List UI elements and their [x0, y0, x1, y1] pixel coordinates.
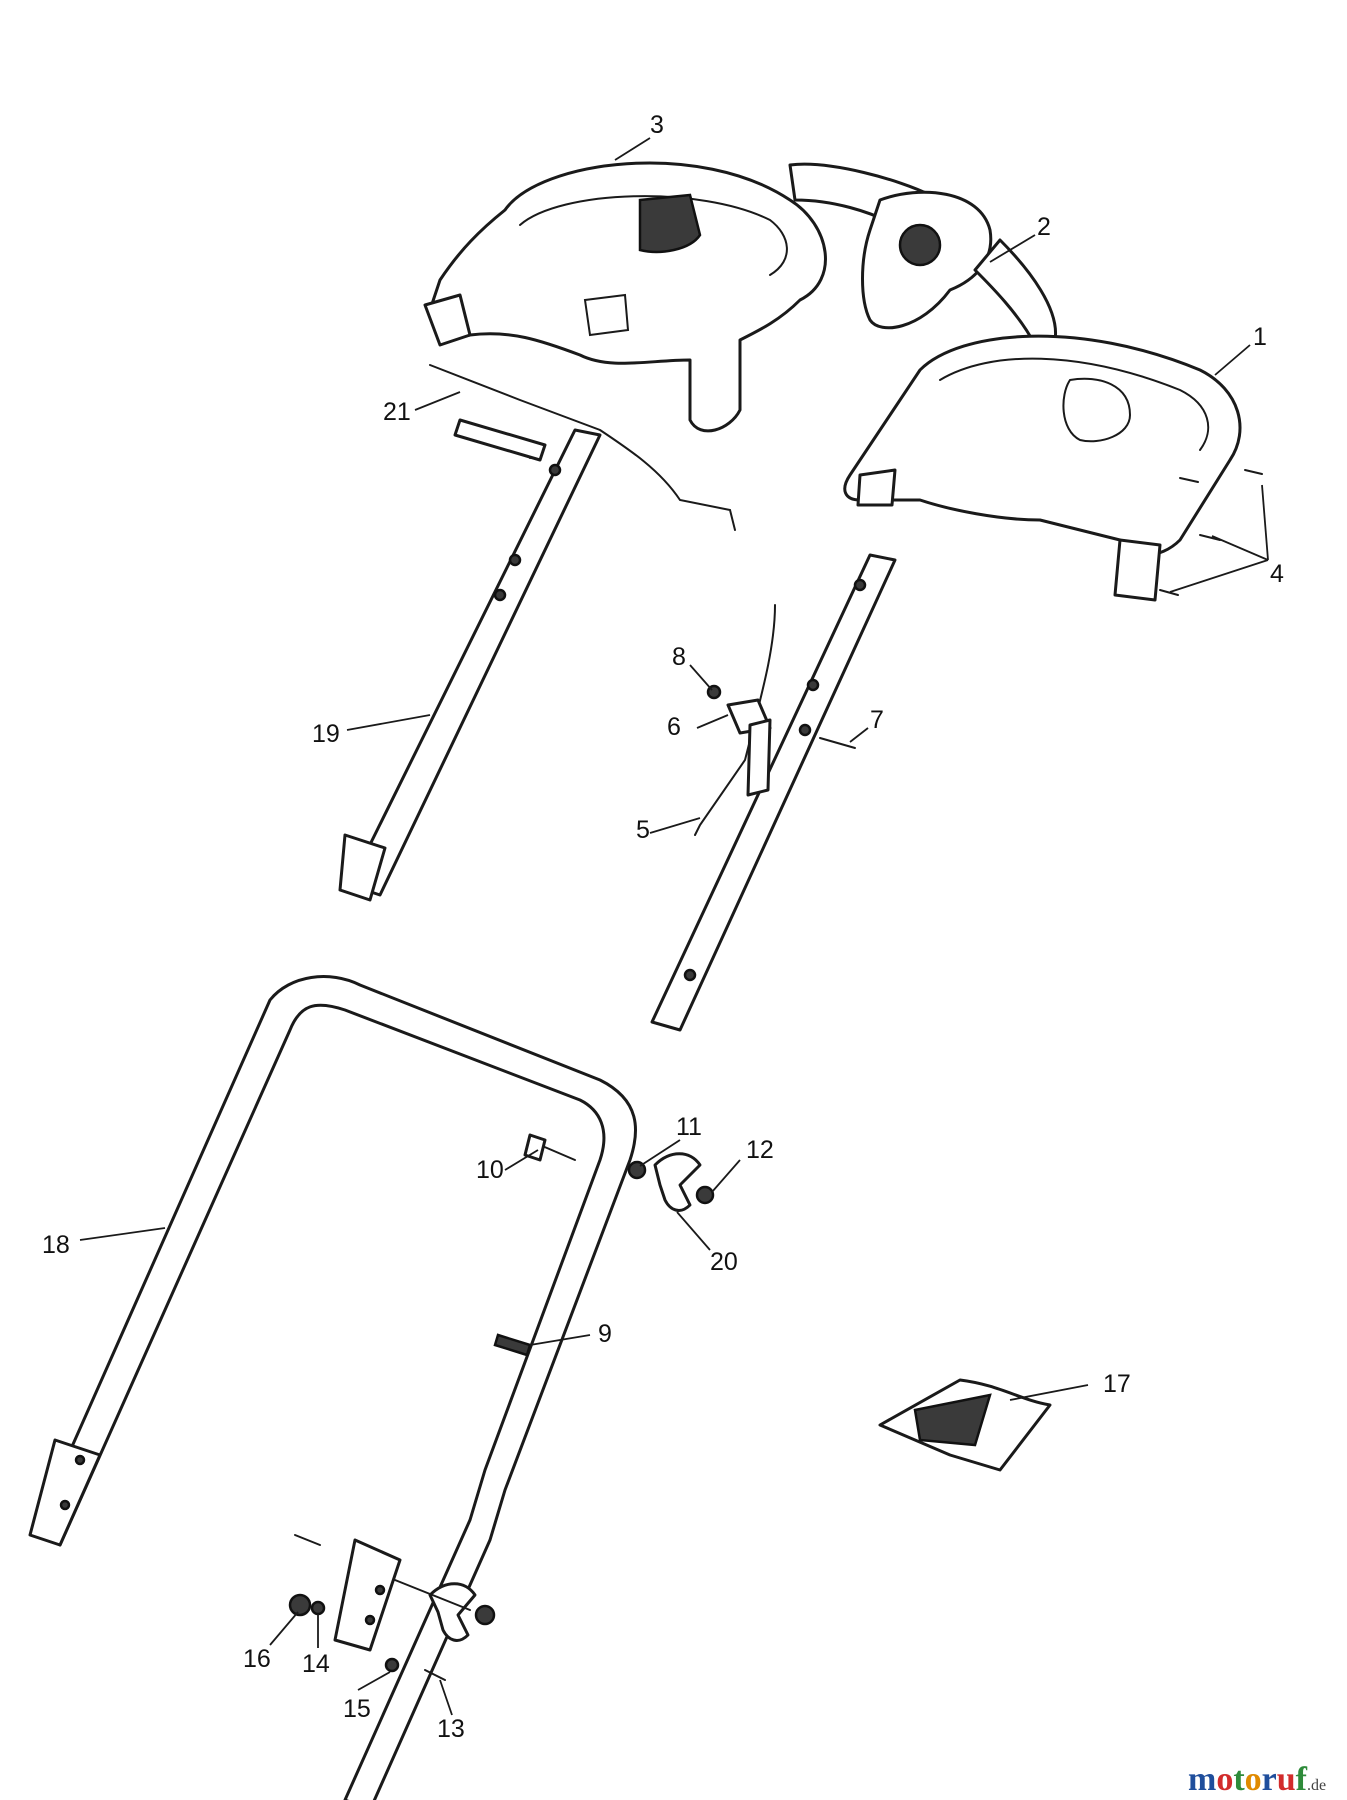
callout-13: 13 — [437, 1715, 465, 1743]
part-17-parts-bag — [878, 1378, 1052, 1472]
callout-15: 15 — [343, 1695, 371, 1723]
part-4-screws — [1159, 469, 1263, 596]
part-2-control-box — [788, 162, 1058, 347]
part-19-upper-tube-left — [338, 428, 602, 902]
watermark-letter: r — [1262, 1761, 1277, 1798]
callout-9: 9 — [598, 1320, 612, 1348]
part-3-handle-cover — [423, 161, 827, 433]
part-21-cable — [429, 364, 736, 531]
callout-11: 11 — [676, 1113, 702, 1141]
part-11-12-20-knob — [627, 1152, 715, 1212]
callout-10: 10 — [476, 1156, 504, 1184]
upper-tube-right — [650, 553, 897, 1032]
part-10-bolt — [523, 1133, 576, 1162]
callout-17: 17 — [1103, 1370, 1131, 1398]
watermark-letter: o — [1245, 1761, 1262, 1798]
callout-14: 14 — [302, 1650, 330, 1678]
callout-1: 1 — [1253, 323, 1267, 351]
watermark-letter: u — [1277, 1761, 1296, 1798]
part-1-handle-housing — [843, 334, 1242, 602]
callout-labels: 1 2 3 4 5 6 7 8 9 10 11 12 13 14 15 16 1… — [42, 111, 1284, 1743]
watermark-logo: motoruf.de — [1188, 1761, 1326, 1798]
callout-16: 16 — [243, 1645, 271, 1673]
watermark-letter: m — [1188, 1761, 1216, 1798]
callout-8: 8 — [672, 643, 686, 671]
part-7-screw — [819, 737, 856, 749]
watermark-letter: o — [1216, 1761, 1233, 1798]
part-13-16-lower-fasteners — [288, 1534, 496, 1681]
callout-21: 21 — [383, 398, 411, 426]
callout-7: 7 — [870, 706, 884, 734]
callout-12: 12 — [746, 1136, 774, 1164]
watermark-suffix: .de — [1307, 1777, 1326, 1794]
callout-2: 2 — [1037, 213, 1051, 241]
callout-20: 20 — [710, 1248, 738, 1276]
leader-lines — [79, 137, 1269, 1716]
callout-6: 6 — [667, 713, 681, 741]
callout-4: 4 — [1270, 560, 1284, 588]
callout-5: 5 — [636, 816, 650, 844]
watermark-letter: f — [1296, 1761, 1308, 1798]
callout-3: 3 — [650, 111, 664, 139]
callout-18: 18 — [42, 1231, 70, 1259]
watermark-letter: t — [1233, 1761, 1245, 1798]
callout-19: 19 — [312, 720, 340, 748]
part-18-9-lower-frame — [28, 975, 637, 1800]
